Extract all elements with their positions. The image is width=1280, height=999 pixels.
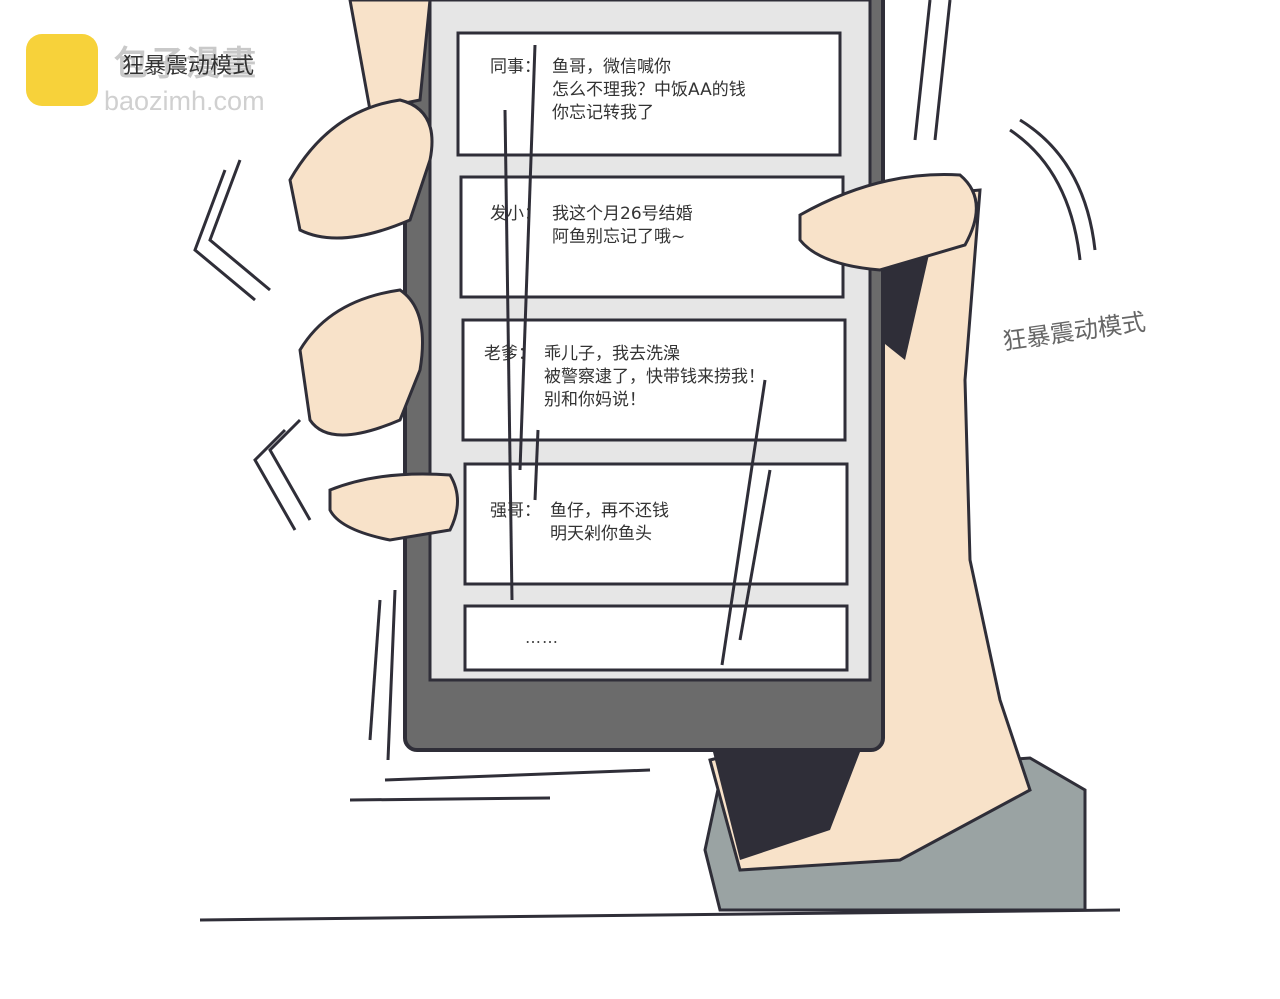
watermark-tagline: 狂暴震动模式 bbox=[122, 54, 255, 79]
message-box bbox=[463, 462, 849, 586]
last-message: …… bbox=[525, 628, 559, 647]
arm-shadow-2 bbox=[880, 250, 930, 360]
message-line: 明天剁你鱼头 bbox=[550, 524, 652, 544]
watermark: 包子漫畫 狂暴震动模式 baozimh.com bbox=[26, 34, 326, 116]
right-thumb bbox=[798, 173, 978, 272]
left-hand bbox=[288, 0, 459, 542]
vibration-lines bbox=[193, 0, 1097, 802]
motion-streaks bbox=[503, 44, 772, 666]
message-sender: 老爹： bbox=[484, 344, 535, 364]
message-line: 鱼哥，微信喊你 bbox=[552, 57, 671, 77]
watermark-url: baozimh.com bbox=[104, 86, 265, 116]
message-line: 别和你妈说！ bbox=[544, 390, 646, 410]
message-sender: 强哥： bbox=[490, 501, 541, 521]
message-line: 你忘记转我了 bbox=[552, 103, 654, 123]
message-line: 怎么不理我？中饭AA的钱 bbox=[552, 80, 746, 100]
message-sender: 同事： bbox=[490, 57, 541, 77]
message-box bbox=[456, 31, 842, 157]
watermark-site-name: 包子漫畫 bbox=[114, 44, 258, 84]
message-line: 鱼仔，再不还钱 bbox=[550, 501, 669, 521]
message-line: 阿鱼别忘记了哦~ bbox=[552, 227, 686, 247]
bun-logo-icon bbox=[26, 34, 98, 106]
message-sender: 发小： bbox=[490, 204, 541, 224]
message-box bbox=[461, 318, 847, 442]
ground-line bbox=[199, 908, 1121, 922]
message-line: 被警察逮了，快带钱来捞我！ bbox=[544, 367, 765, 387]
message-box bbox=[463, 604, 849, 672]
message-line: 我这个月26号结婚 bbox=[552, 204, 693, 224]
message-line: 乖儿子，我去洗澡 bbox=[544, 344, 680, 364]
